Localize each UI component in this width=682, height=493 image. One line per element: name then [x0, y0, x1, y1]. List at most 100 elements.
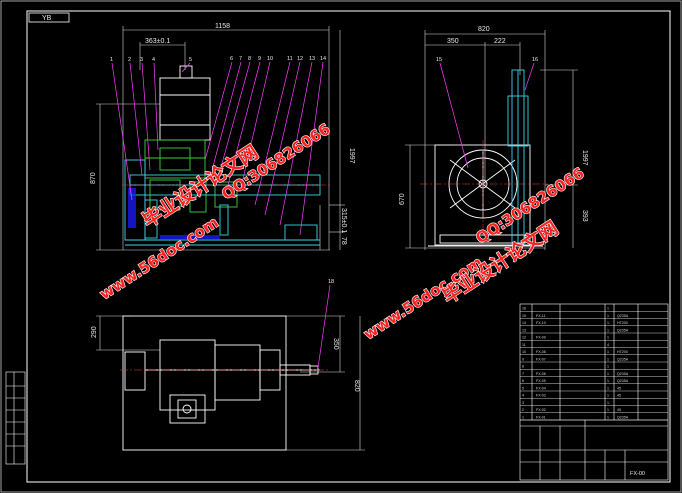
part-label-14: 14 [320, 56, 326, 62]
parts-row-no: 5 [522, 386, 524, 390]
parts-row-no: 14 [522, 321, 526, 325]
parts-row-qty: 1 [607, 415, 609, 419]
part-label-6: 6 [230, 56, 233, 62]
parts-row-qty: 1 [607, 379, 609, 383]
part-label-4: 4 [152, 57, 155, 63]
parts-row-material: HT200 [617, 350, 628, 354]
parts-row-no: 3 [522, 401, 524, 405]
part-label-11: 11 [287, 56, 293, 62]
part-label-12: 12 [297, 56, 303, 62]
parts-row-code: FX-09 [536, 336, 546, 340]
parts-row-no: 16 [522, 307, 526, 311]
side-dim-lower-right: 393 [581, 210, 588, 222]
plan-dim-right-upper: 350 [332, 338, 339, 350]
dim-bottom: 78 [340, 237, 347, 245]
watermark-site-2: www.56doc.com [360, 253, 485, 343]
parts-row-qty: 1 [607, 328, 609, 332]
parts-row-qty: 1 [607, 408, 609, 412]
front-view: 1158 363±0.1 870 1997 315±0.1 78 [90, 23, 355, 251]
part-label-9: 9 [258, 56, 261, 62]
parts-row-qty: 1 [607, 314, 609, 318]
front-part-labels: 1 2 3 4 5 6 7 8 9 10 11 12 13 14 [110, 56, 326, 63]
plan-dim-right-total: 820 [353, 380, 360, 392]
parts-row-code: FX-05 [536, 379, 546, 383]
parts-row-material: 45 [617, 386, 621, 390]
dim-overall-width: 1158 [215, 23, 230, 30]
parts-row-material: Q235A [617, 415, 629, 419]
parts-row-no: 6 [522, 379, 524, 383]
parts-row-material: Q235A [617, 357, 629, 361]
parts-row-qty: 1 [607, 336, 609, 340]
parts-row-no: 15 [522, 314, 526, 318]
part-label-8: 8 [248, 56, 251, 62]
parts-row-qty: 1 [607, 350, 609, 354]
part-label-16: 16 [532, 57, 538, 63]
dim-height-right: 1997 [348, 148, 355, 164]
drawing-number: FX-00 [630, 471, 645, 477]
side-dim-height-left: 670 [399, 193, 406, 205]
part-label-10: 10 [267, 56, 273, 62]
parts-row-code: FX-04 [536, 386, 546, 390]
part-label-15: 15 [436, 57, 442, 63]
part-label-2: 2 [128, 57, 131, 63]
parts-row-qty: 1 [607, 365, 609, 369]
dim-lower-right: 315±0.1 [340, 208, 347, 233]
parts-row-code: FX-07 [536, 357, 546, 361]
parts-row-no: 2 [522, 408, 524, 412]
parts-row-code: FX-11 [536, 314, 546, 318]
parts-row-material: Q235A [617, 372, 629, 376]
parts-row-no: 11 [522, 343, 526, 347]
parts-row-no: 13 [522, 328, 526, 332]
part-label-13: 13 [309, 56, 315, 62]
parts-row-qty: 1 [607, 386, 609, 390]
side-dim-right: 222 [494, 38, 506, 45]
part-label-5: 5 [189, 57, 192, 63]
parts-row-material: 45 [617, 394, 621, 398]
parts-row-code: FX-06 [536, 372, 546, 376]
parts-row-material: 45 [617, 408, 621, 412]
parts-row-code: FX-01 [536, 415, 546, 419]
dim-height-left: 870 [90, 172, 97, 184]
parts-row-qty: 1 [607, 401, 609, 405]
part-label-7: 7 [239, 56, 242, 62]
side-dim-overall: 820 [478, 26, 490, 33]
parts-row-material: Q235A [617, 314, 629, 318]
parts-row-code: FX-10 [536, 321, 546, 325]
left-margin-boxes [5, 371, 26, 465]
parts-row-no: 4 [522, 394, 524, 398]
side-dim-left: 350 [447, 38, 459, 45]
parts-row-no: 9 [522, 357, 524, 361]
corner-tag-text: YB [42, 15, 52, 22]
parts-row-code: FX-02 [536, 408, 546, 412]
parts-row-qty: 1 [607, 372, 609, 376]
part-label-3: 3 [140, 57, 143, 63]
parts-row-no: 1 [522, 415, 524, 419]
plan-dim-left: 290 [91, 326, 98, 338]
parts-row-qty: 1 [607, 321, 609, 325]
parts-row-no: 7 [522, 372, 524, 376]
parts-row-qty: 4 [607, 343, 609, 347]
parts-row-code: FX-03 [536, 394, 546, 398]
parts-row-code: FX-08 [536, 350, 546, 354]
parts-row-qty: 1 [607, 357, 609, 361]
dim-top-width: 363±0.1 [145, 38, 170, 45]
parts-row-no: 10 [522, 350, 526, 354]
side-dim-height-right: 1997 [581, 150, 588, 166]
corner-tag: YB [28, 12, 70, 23]
parts-row-material: Q235A [617, 328, 629, 332]
parts-row-material: Q235A [617, 379, 629, 383]
parts-row-qty: 1 [607, 307, 609, 311]
parts-row-no: 8 [522, 365, 524, 369]
parts-row-material: HT200 [617, 321, 628, 325]
plan-view: 290 350 820 18 [91, 279, 365, 451]
parts-row-no: 12 [522, 336, 526, 340]
parts-row-qty: 1 [607, 394, 609, 398]
part-label-18: 18 [328, 279, 334, 285]
side-view: 820 350 222 670 1997 393 15 [399, 26, 588, 250]
part-label-1: 1 [110, 57, 113, 63]
inner-border [26, 10, 671, 483]
